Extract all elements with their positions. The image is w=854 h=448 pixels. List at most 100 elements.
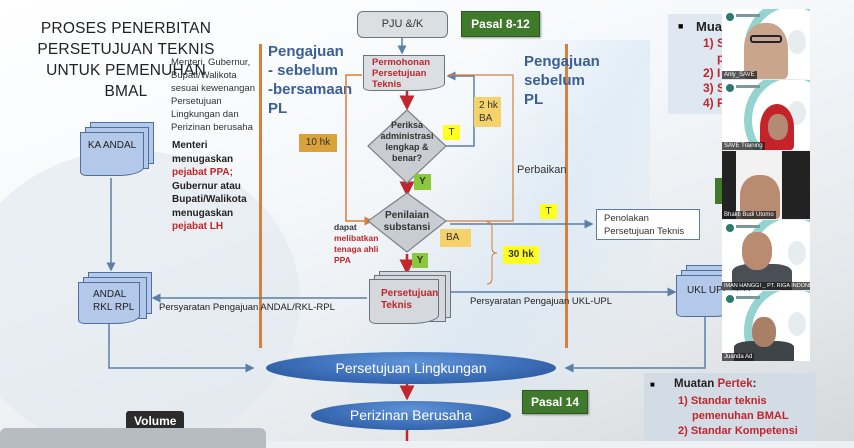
req-ukl-label: Persyaratan Pengajuan UKL-UPL [470, 296, 613, 307]
decision-substansi-shape [367, 192, 447, 253]
title-line: BMAL [104, 83, 148, 100]
connector [446, 74, 514, 222]
muatan-top-heading: Muat [696, 19, 727, 34]
participant-face [752, 317, 776, 347]
note-line: Perizinan berusaha [171, 122, 253, 133]
muatan-item: pemenuhan BMAL [692, 410, 789, 422]
persetujuan-lingkungan-node: Persetujuan Lingkungan [266, 352, 556, 384]
drop-logo-icon [788, 30, 806, 54]
header-line: -bersamaan [268, 81, 353, 98]
title-line: PROSES PENERBITAN [40, 20, 212, 37]
perizinan-berusaha-node: Perizinan Berusaha [311, 401, 511, 430]
pasal-tag-top: Pasal 8-12 [461, 11, 540, 37]
note-line: sesuai kewenangan [171, 83, 255, 94]
note-line: Persetujuan [171, 96, 222, 107]
authority-note: Menteri, Gubernur, Bupati/Walikota sesua… [171, 56, 271, 134]
doc-line: ANDAL [93, 289, 127, 300]
note-line: menugaskan [172, 207, 234, 219]
label-line: BA [479, 113, 493, 124]
perbaikan-label: Perbaikan [517, 164, 567, 176]
participant-name: SAVE Training [722, 142, 765, 150]
pju-box: PJU &/K [357, 11, 448, 38]
req-andal-label: Persyaratan Pengajuan ANDAL/RKL-RPL [159, 302, 335, 313]
note-line: tenaga ahli [334, 244, 379, 254]
ka-andal-document: KA ANDAL [80, 132, 144, 176]
drop-logo-icon [788, 312, 806, 336]
muatan-item: 2) Standar Kompetensi [678, 425, 798, 437]
participant-name: Bhakti Budi Utomo [722, 211, 776, 219]
arrow [564, 310, 706, 373]
participant-video [744, 23, 788, 79]
participant-tile[interactable]: Anly_SAVE [722, 9, 810, 79]
doc-line: Persetujuan [372, 68, 427, 79]
label-line: 2 hk [479, 100, 498, 111]
label-t-substansi: T [540, 204, 557, 219]
decision-admin: Periksa administrasi lengkap & benar? [372, 120, 442, 164]
muatan-pertek-box: ■ Muatan Pertek: 1) Standar teknis pemen… [644, 373, 816, 441]
title-line: UNTUK PEMENUHAN [46, 62, 206, 79]
player-control-bar[interactable] [0, 428, 266, 448]
expert-note: dapat melibatkan tenaga ahli PPA [334, 222, 378, 266]
participant-name: IMAN HANGGI _ PT. RIGA INDONESIA [722, 282, 810, 290]
heading-part: Muatan [674, 378, 718, 390]
volume-tooltip: Volume [126, 411, 185, 431]
label-30hk: 30 hk [503, 246, 539, 264]
drop-logo-icon [788, 241, 806, 265]
lane-divider [259, 44, 262, 348]
doc-line: Persetujuan [381, 288, 439, 299]
participant-tile[interactable]: IMAN HANGGI _ PT. RIGA INDONESIA [722, 220, 810, 290]
decision-line: substansi [383, 222, 431, 233]
decision-line: benar? [391, 153, 422, 163]
note-line: Lingkungan dan [171, 109, 239, 120]
participant-name: Juanda Ad [722, 353, 755, 361]
box-line: Penolakan [604, 213, 649, 224]
logo-icon [726, 295, 734, 303]
muatan-item: 3) S [703, 81, 726, 95]
bullet-icon: ■ [650, 380, 655, 389]
lane-header-right: Pengajuan sebelum PL [524, 52, 600, 109]
header-line: - sebelum [268, 62, 339, 79]
participant-face [742, 232, 772, 270]
muatan-item: 4) P [703, 96, 726, 110]
doc-line: Teknis [372, 79, 402, 90]
participant-name: Anly_SAVE [722, 71, 757, 79]
penolakan-box: Penolakan Persetujuan Teknis [596, 209, 700, 240]
note-line: Menteri [172, 140, 208, 151]
decision-line: Penilaian [385, 210, 429, 221]
decision-line: lengkap & [385, 142, 429, 152]
muatan-item: 1) Standar teknis [678, 395, 767, 407]
muatan-item: 2) I [703, 66, 721, 80]
andal-rkl-rpl-document: ANDAL RKL RPL [78, 282, 140, 324]
arrow [108, 310, 255, 373]
logo-icon [726, 224, 734, 232]
doc-line: Permohonan [372, 57, 431, 68]
label-2hk-ba: 2 hk BA [474, 97, 501, 127]
box-line: Persetujuan Teknis [604, 226, 685, 237]
label-y-admin: Y [414, 174, 431, 190]
header-line: PL [524, 91, 544, 108]
participant-tile[interactable]: Bhakti Budi Utomo [722, 151, 810, 219]
lane-header-left: Pengajuan - sebelum -bersamaan PL [268, 42, 352, 118]
note-line: Bupati/Walikota [172, 194, 247, 205]
logo-text [736, 14, 760, 17]
participant-tile[interactable]: Juanda Ad [722, 291, 810, 361]
decision-admin-shape [367, 109, 447, 184]
participant-tile[interactable]: SAVE Training [722, 80, 810, 150]
muatan-top-items: 1) S p 2) I 3) S 4) P [703, 36, 725, 111]
muatan-pertek-heading: Muatan Pertek: [674, 378, 756, 390]
heading-part: : [752, 378, 757, 390]
bullet-icon: ■ [678, 21, 684, 31]
logo-text [736, 296, 760, 299]
note-line: Gubernur atau [172, 180, 241, 192]
note-line: pejabat PPA; [172, 167, 233, 178]
persetujuan-teknis-document: Persetujuan Teknis [369, 279, 439, 324]
glasses-shape [750, 35, 782, 43]
background-wave [744, 80, 810, 150]
logo-icon [726, 84, 734, 92]
participant-face [768, 114, 788, 140]
decision-substansi: Penilaian substansi [372, 210, 442, 234]
header-line: PL [268, 100, 288, 117]
logo-text [736, 85, 760, 88]
